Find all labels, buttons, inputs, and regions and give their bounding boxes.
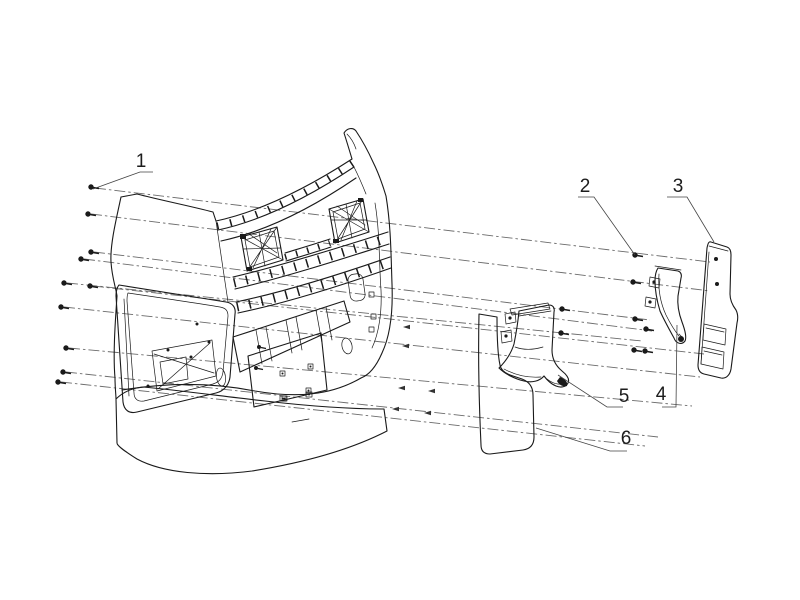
lower-intake [232,300,351,373]
mounting-screw [87,283,99,289]
mounting-screws [55,184,655,385]
part-4-retainer-bracket [644,265,687,344]
fascia-right-face-line [371,202,382,349]
mounting-screw [257,345,267,350]
grille-band-upper [284,238,332,262]
callout-2-number: 2 [580,176,591,197]
direction-arrow-icon [398,385,405,391]
axis-line [94,187,711,263]
callout-1-number: 1 [136,151,147,172]
side-marker-hole [347,273,366,302]
mounting-screw [55,379,67,385]
truck-front-fascia [110,128,393,414]
leader-line-3 [667,196,715,243]
right-edge-clips [368,291,377,333]
sensor-hole [341,337,353,355]
leader-line-2 [578,196,636,256]
grille-band-lower [235,256,392,314]
mounting-screw [558,330,570,336]
mounting-screw [630,279,642,285]
headlight-frame-right [328,198,370,244]
direction-arrow-icon [402,343,409,349]
fender-grille-crease [215,220,229,303]
a-pillar-corner [343,128,387,197]
mounting-screw [58,304,70,310]
grille-band-middle [232,231,390,290]
direction-arrow-icon [424,410,431,416]
mounting-screw [254,366,264,371]
part-3-bracket-panel [697,241,739,379]
axis-line [68,347,693,407]
mounting-screw [643,326,655,332]
mounting-screw [78,256,90,262]
bumper-hole [216,367,226,387]
leader-line-5 [557,374,623,408]
mounting-screw [85,211,97,217]
axis-line [65,371,659,438]
direction-arrow-icon [428,388,435,394]
callout-2: 2 [578,176,636,256]
callout-1: 1 [92,151,153,190]
skirt-crease [291,418,310,423]
mounting-screw [559,306,571,312]
callout-5: 5 [557,374,630,408]
leader-line-4 [662,324,678,408]
direction-arrows [392,324,435,416]
mounting-screw [88,249,100,255]
mounting-screw [63,345,75,351]
leader-line-6 [535,427,627,452]
part-6-side-panel [478,313,535,455]
panel-screw [714,257,718,261]
axis-line [90,213,711,292]
callout-4-number: 4 [656,384,667,405]
callout-6: 6 [535,427,632,452]
fascia-bottom-edge [121,377,362,396]
fascia-outline [120,193,217,222]
axis-line [60,381,646,447]
callout-3: 3 [667,176,715,243]
axis-line [83,258,653,332]
axis-line [93,251,651,321]
callout-3-number: 3 [673,176,684,197]
mounting-screw [60,369,72,375]
fascia-left-edge [110,196,122,400]
callout-4: 4 [656,324,678,408]
mounting-screw [632,316,644,322]
leader-line-1 [92,171,153,190]
axis-line [66,282,643,342]
headlamp-step-box [115,284,267,414]
direction-arrow-icon [392,406,399,412]
part-5-pillar-trim [498,302,570,388]
callouts: 1 2 3 4 5 6 [92,151,715,452]
panel-screw [715,282,719,286]
callout-5-number: 5 [619,386,630,407]
fascia-right-edge [360,195,393,379]
mounting-screw [631,347,643,353]
axis-line [63,306,701,378]
cowl-band [215,158,357,242]
mounting-screw [642,348,654,354]
direction-arrow-icon [403,324,410,330]
mounting-screw [61,280,73,286]
headlight-frame-left [240,226,284,272]
callout-6-number: 6 [621,428,632,449]
bumper-skirt [115,386,388,475]
